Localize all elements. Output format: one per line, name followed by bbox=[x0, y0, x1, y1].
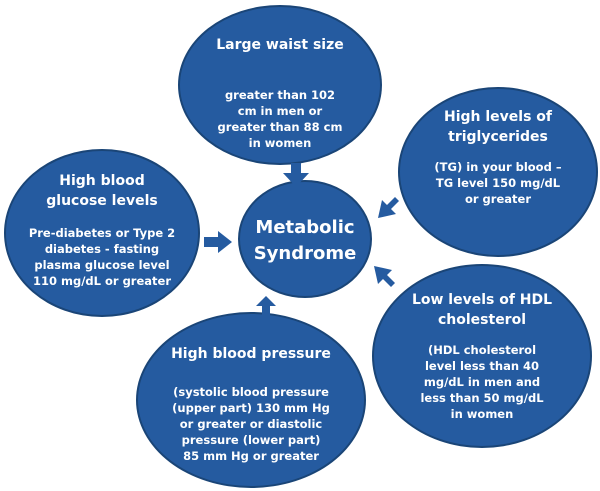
node-large-waist: Large waist size greater than 102 cm in … bbox=[178, 5, 382, 165]
node-description: (HDL cholesterol level less than 40 mg/d… bbox=[420, 343, 544, 421]
node-title: High blood glucose levels bbox=[46, 173, 158, 209]
center-title: Metabolic Syndrome bbox=[240, 215, 370, 267]
arrow-icon-up-left bbox=[374, 266, 395, 287]
node-high-blood-glucose: High blood glucose levels Pre-diabetes o… bbox=[4, 149, 200, 317]
arrow-icon-down-left bbox=[378, 197, 399, 218]
arrow-icon-down bbox=[283, 163, 309, 187]
node-high-triglycerides: High levels of triglycerides (TG) in you… bbox=[398, 87, 598, 257]
center-title-line: Metabolic bbox=[255, 217, 355, 238]
node-title: Large waist size bbox=[216, 37, 344, 53]
node-title: High levels of triglycerides bbox=[443, 109, 552, 145]
node-low-hdl: Low levels of HDL cholesterol (HDL chole… bbox=[372, 264, 592, 448]
node-title: High blood pressure bbox=[171, 346, 331, 362]
node-title: Low levels of HDL cholesterol bbox=[411, 292, 553, 328]
arrow-icon-up bbox=[256, 296, 276, 318]
node-description: (systolic blood pressure (upper part) 13… bbox=[172, 385, 330, 463]
center-metabolic-syndrome: Metabolic Syndrome bbox=[238, 180, 372, 298]
node-description: (TG) in your blood – TG level 150 mg/dL … bbox=[434, 160, 562, 206]
center-title-line: Syndrome bbox=[253, 243, 357, 264]
node-description: greater than 102 cm in men or greater th… bbox=[217, 88, 343, 150]
arrow-icon-right bbox=[204, 231, 232, 253]
node-high-blood-pressure: High blood pressure (systolic blood pres… bbox=[136, 312, 366, 488]
node-description: Pre-diabetes or Type 2 diabetes - fastin… bbox=[28, 226, 176, 288]
